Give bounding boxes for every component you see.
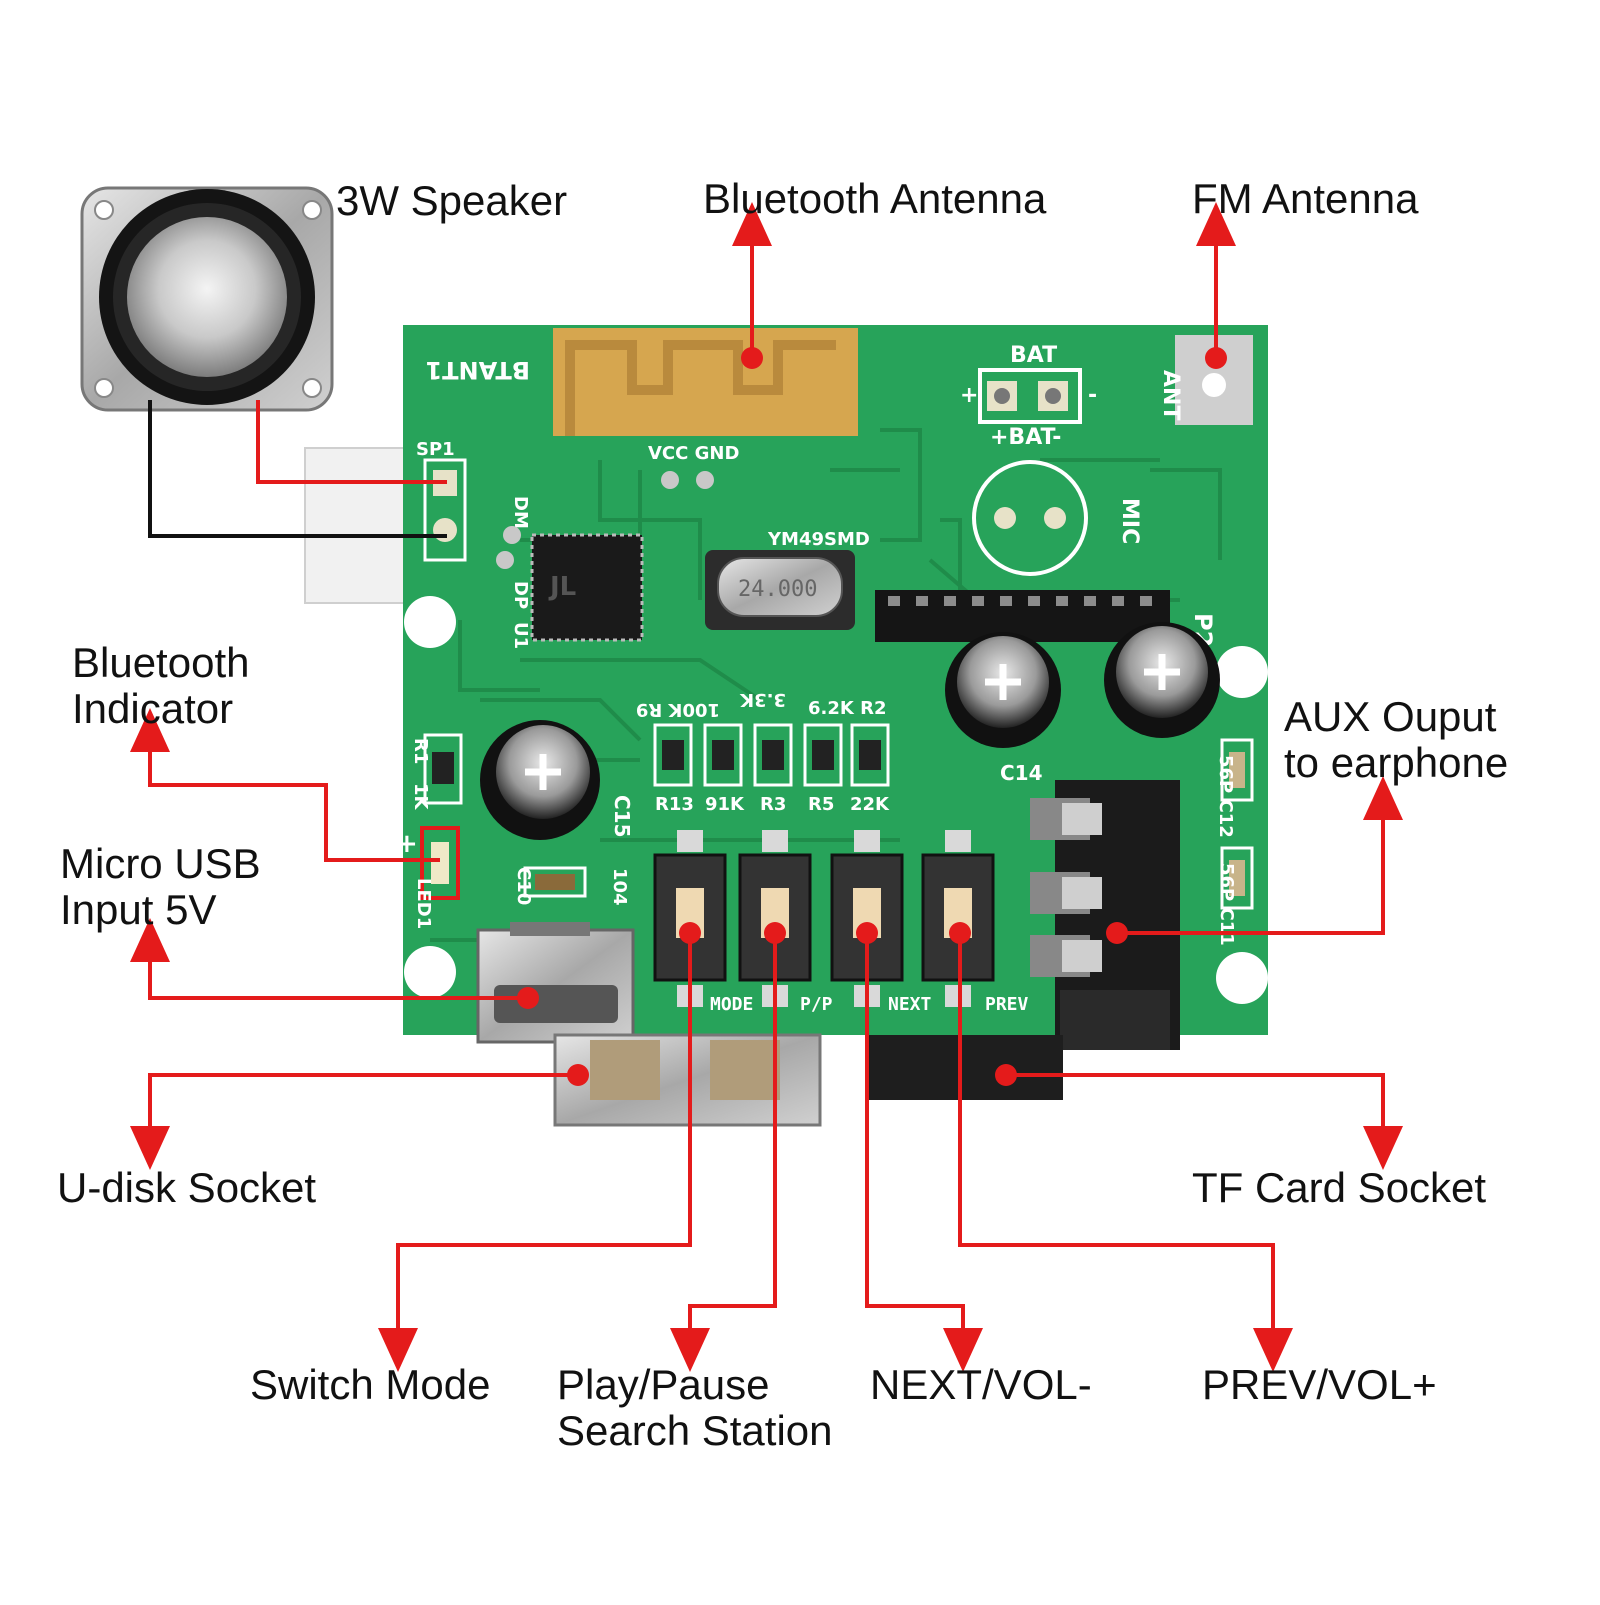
silk-c12: 56P C12 bbox=[1215, 755, 1236, 838]
silk-r3: R3 bbox=[760, 794, 786, 815]
silk-u1: U1 bbox=[510, 622, 531, 649]
label-next-vol: NEXT/VOL- bbox=[870, 1361, 1092, 1408]
button-next[interactable] bbox=[830, 830, 904, 1007]
label-play-pause: Play/Pause Search Station bbox=[557, 1362, 833, 1454]
label-prev-vol: PREV/VOL+ bbox=[1202, 1361, 1437, 1408]
silk-c104: 104 bbox=[609, 868, 630, 906]
label-micro-usb-line2: Input 5V bbox=[60, 886, 217, 933]
label-switch-mode: Switch Mode bbox=[250, 1361, 491, 1408]
silk-dm: DM bbox=[510, 496, 531, 529]
silk-crystal-freq: 24.000 bbox=[738, 577, 817, 602]
silk-r9: 100K R9 bbox=[636, 699, 720, 720]
mount-hole bbox=[404, 946, 456, 998]
silk-r1: R1 bbox=[410, 738, 431, 764]
label-micro-usb: Micro USB Input 5V bbox=[60, 841, 261, 933]
silk-plus: + bbox=[960, 383, 978, 408]
silk-ant: ANT bbox=[1158, 370, 1183, 420]
button-mode[interactable] bbox=[653, 830, 727, 1007]
label-micro-usb-line1: Micro USB bbox=[60, 840, 261, 887]
arrow-tf-card bbox=[1006, 1073, 1403, 1170]
silk-btant: BTANT1 bbox=[425, 356, 530, 384]
label-speaker: 3W Speaker bbox=[336, 177, 568, 224]
label-play-pause-line2: Search Station bbox=[557, 1407, 833, 1454]
speaker-connector bbox=[304, 447, 406, 604]
mount-hole bbox=[1216, 646, 1268, 698]
silk-dp: DP bbox=[510, 581, 531, 609]
silk-vcc-gnd: VCC GND bbox=[648, 443, 739, 464]
speaker-wire-red bbox=[256, 400, 447, 484]
silk-c14: C14 bbox=[1000, 761, 1043, 785]
label-bluetooth-antenna: Bluetooth Antenna bbox=[703, 175, 1047, 222]
label-aux-output: AUX Ouput to earphone bbox=[1284, 694, 1508, 786]
silk-r5-top: 6.2K R2 bbox=[808, 698, 887, 719]
silk-crystal-model: YM49SMD bbox=[767, 529, 870, 550]
mic-outline bbox=[972, 460, 1088, 576]
arrow-play-pause bbox=[670, 933, 777, 1372]
silk-bat: BAT bbox=[1010, 343, 1057, 368]
callout-dots bbox=[517, 347, 1227, 1086]
callout-lines bbox=[130, 202, 1403, 1372]
arrow-usb-input bbox=[130, 918, 528, 1000]
led-indicator bbox=[420, 826, 460, 900]
silk-prev: PREV bbox=[985, 994, 1029, 1015]
main-chip bbox=[530, 533, 644, 642]
silk-c10: C10 bbox=[513, 867, 534, 905]
micro-usb-port bbox=[476, 922, 635, 1044]
silk-bat-pm: +BAT- bbox=[990, 425, 1061, 450]
tf-card-slot bbox=[868, 1035, 1063, 1100]
label-udisk-socket: U-disk Socket bbox=[57, 1164, 317, 1211]
mount-hole bbox=[404, 596, 456, 648]
silk-r1-val: 1K bbox=[410, 783, 431, 811]
u-disk-socket bbox=[553, 1033, 822, 1127]
silk-r-22k: 22K bbox=[850, 794, 890, 815]
silk-sp1: SP1 bbox=[416, 439, 455, 460]
silk-r-91k: 91K bbox=[705, 794, 745, 815]
silk-mode: MODE bbox=[710, 994, 753, 1015]
battery-connector bbox=[978, 368, 1082, 424]
label-fm-antenna: FM Antenna bbox=[1192, 175, 1419, 222]
silk-r3-top: 3.3K bbox=[739, 689, 786, 710]
label-bluetooth-indicator-line1: Bluetooth bbox=[72, 639, 250, 686]
label-play-pause-line1: Play/Pause bbox=[557, 1361, 770, 1408]
silk-c11: 56P C11 bbox=[1216, 863, 1237, 946]
arrow-udisk bbox=[130, 1073, 578, 1170]
silk-r5: R5 bbox=[808, 794, 834, 815]
label-bluetooth-indicator: Bluetooth Indicator bbox=[72, 640, 249, 732]
speaker bbox=[80, 186, 334, 412]
silk-r13: R13 bbox=[655, 794, 694, 815]
arrow-next-vol bbox=[865, 933, 983, 1372]
aux-jack bbox=[1030, 780, 1180, 1050]
label-aux-output-line1: AUX Ouput bbox=[1284, 693, 1497, 740]
silk-pp: P/P bbox=[800, 994, 833, 1015]
arrow-aux-output bbox=[1117, 776, 1403, 935]
arrow-prev-vol bbox=[958, 933, 1293, 1372]
pcb-board: BTANT1 BAT + - +BAT- ANT VCC GND MIC SP1… bbox=[304, 325, 1268, 1127]
svg-text:JL: JL bbox=[548, 572, 576, 602]
silk-c15: C15 bbox=[610, 795, 634, 838]
speaker-wire-black bbox=[148, 400, 447, 538]
silk-mic: MIC bbox=[1117, 498, 1142, 544]
label-bluetooth-indicator-line2: Indicator bbox=[72, 685, 234, 732]
silk-minus: - bbox=[1088, 383, 1097, 408]
arrow-switch-mode bbox=[378, 933, 692, 1372]
silk-led1: LED1 bbox=[413, 878, 434, 929]
label-aux-output-line2: to earphone bbox=[1284, 739, 1509, 786]
silk-next: NEXT bbox=[888, 994, 932, 1015]
label-tf-card-socket: TF Card Socket bbox=[1192, 1164, 1487, 1211]
arrow-bt-indicator bbox=[130, 708, 440, 862]
mount-hole bbox=[1216, 952, 1268, 1004]
resistor-row bbox=[653, 723, 890, 787]
silk-led-plus: + bbox=[396, 829, 418, 859]
